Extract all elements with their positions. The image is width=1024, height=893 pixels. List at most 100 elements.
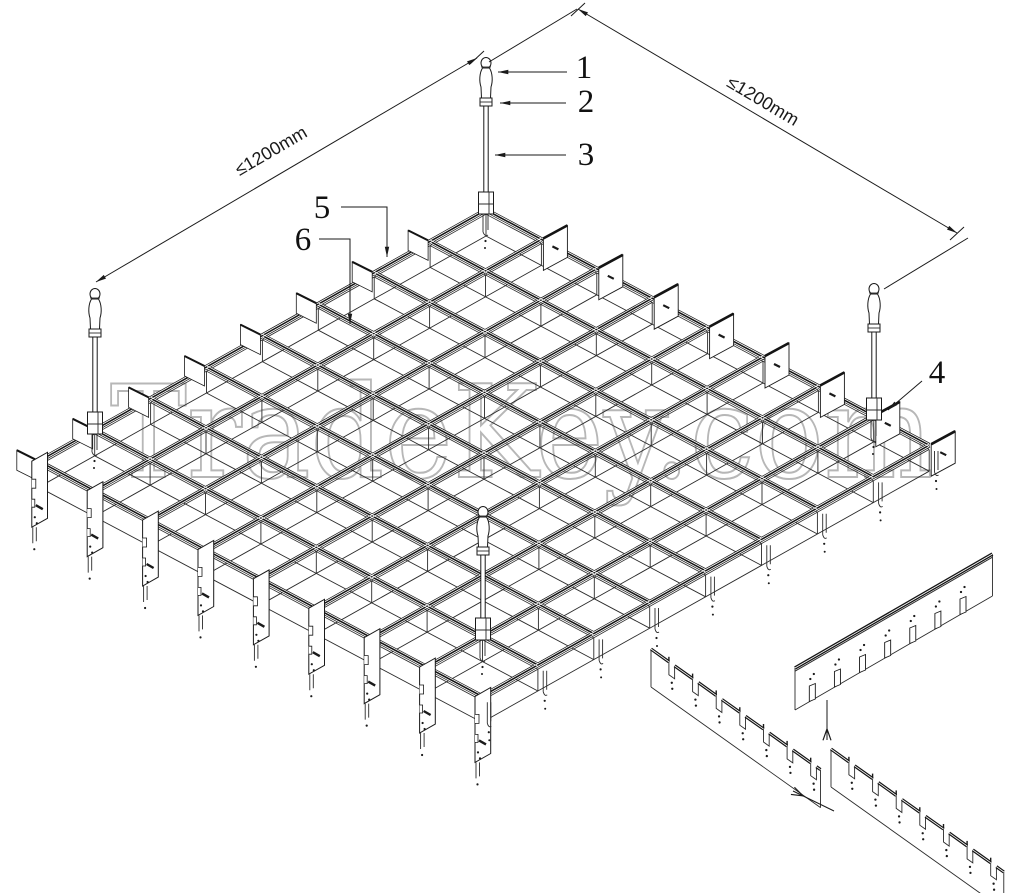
strip-hole: [862, 643, 866, 647]
strip-outline: [830, 749, 1005, 893]
plate-hole: [199, 604, 203, 607]
callout-2-label: 2: [578, 84, 595, 120]
strip-hole: [913, 614, 916, 618]
strip-hole: [963, 585, 966, 589]
plate-end-hook: [87, 556, 93, 573]
runner-end-hook-tab: [542, 670, 548, 696]
strip-hole: [992, 882, 995, 885]
clip-detail: [866, 398, 882, 420]
strip-hole: [812, 782, 815, 785]
strip-hole: [922, 838, 925, 841]
plate-slot-dash: [423, 709, 432, 717]
top-notch: [715, 695, 723, 714]
detail-cross-runner-strip-left: [650, 647, 822, 809]
plate-hole: [254, 665, 257, 668]
grid-clip: [478, 191, 494, 215]
strip-hole: [969, 871, 972, 875]
top-notch: [943, 829, 950, 847]
dimension-right-tick-end: [949, 226, 965, 241]
strip-hole: [850, 781, 853, 784]
plate-notch: [31, 478, 37, 489]
plate-slot-dash: [35, 504, 44, 511]
hook-hole: [879, 519, 882, 522]
plate-hole: [255, 633, 258, 636]
top-notch: [919, 812, 926, 831]
strip-hole: [909, 619, 912, 623]
runner-end-plate-bottom-left: [308, 598, 325, 676]
plate-hole: [144, 606, 147, 610]
plate-hole: [144, 574, 147, 578]
clip-hole: [872, 453, 874, 455]
plate-notch: [87, 528, 91, 537]
plate-notch: [475, 714, 480, 724]
hook-hole: [656, 645, 658, 647]
clip-detail: [478, 192, 494, 214]
plate-hole: [365, 724, 368, 727]
strip-hole: [859, 648, 862, 652]
clip-fork: [479, 640, 486, 663]
callout-6-label: 6: [295, 222, 312, 258]
plate-hole: [310, 663, 313, 666]
detail-cross-runner-strip-right: [830, 747, 1005, 893]
hook-hole: [487, 731, 490, 734]
plate-slot-dash: [939, 451, 947, 457]
plate-notch: [364, 675, 368, 684]
strip-hole: [671, 687, 674, 690]
plate-band: [598, 253, 624, 269]
plate-hole: [478, 757, 482, 760]
hook-hole: [823, 550, 826, 553]
top-notch: [668, 661, 676, 680]
plate-hole: [421, 721, 424, 725]
plate-slot-dash: [312, 651, 321, 658]
plate-end-hook: [143, 586, 148, 602]
strip-hole: [898, 821, 901, 824]
bottom-slot: [959, 595, 967, 616]
hook-hole: [879, 511, 882, 514]
runner-end-plate-bottom-left: [363, 627, 381, 705]
hook-hole: [935, 488, 938, 490]
plate-hole: [89, 545, 92, 548]
strip-hole: [788, 765, 792, 769]
plate-slot-dash: [884, 421, 892, 427]
plate-notch: [198, 567, 203, 577]
runner-end-hook-tab: [486, 702, 492, 728]
strip-hole: [938, 600, 941, 603]
expansion-cone: [867, 293, 881, 325]
hanger-rod-center: [475, 506, 491, 675]
assembly-arrow-slide: [793, 791, 835, 812]
bottom-slot: [808, 682, 816, 703]
plate-band: [239, 323, 261, 336]
hanger-rod-left: [87, 288, 103, 469]
plate-notch: [308, 645, 313, 655]
expansion-cone: [476, 516, 490, 548]
plate-notch: [253, 596, 258, 607]
plate-slot-dash: [828, 392, 836, 398]
leader-line-4: [887, 380, 923, 411]
clip-fork: [870, 420, 877, 443]
plate-notch: [87, 508, 92, 518]
plate-notch: [142, 537, 147, 548]
plate-notch: [142, 557, 146, 567]
callout-1-label: 1: [576, 50, 593, 86]
plate-slot-dash: [201, 592, 210, 599]
leader-line-6: [319, 238, 353, 325]
strip-hole: [897, 815, 901, 818]
strip-hole: [717, 715, 721, 718]
strip-hole: [834, 663, 837, 666]
plate-end-hook: [198, 615, 203, 632]
plate-slot-dash: [367, 680, 376, 687]
plate-hole: [146, 580, 149, 584]
callout-3-label: 3: [578, 137, 595, 173]
dimension-left-line: [95, 57, 478, 283]
expansion-cone: [479, 67, 493, 99]
hook-hole: [767, 574, 770, 577]
plate-band: [764, 341, 790, 358]
strip-band-edge: [794, 556, 993, 672]
plate-band: [819, 371, 846, 387]
grid-clip: [87, 411, 103, 435]
runner-end-plate-bottom-left: [86, 480, 104, 558]
top-notch: [895, 795, 903, 814]
clip-hole: [484, 247, 486, 249]
